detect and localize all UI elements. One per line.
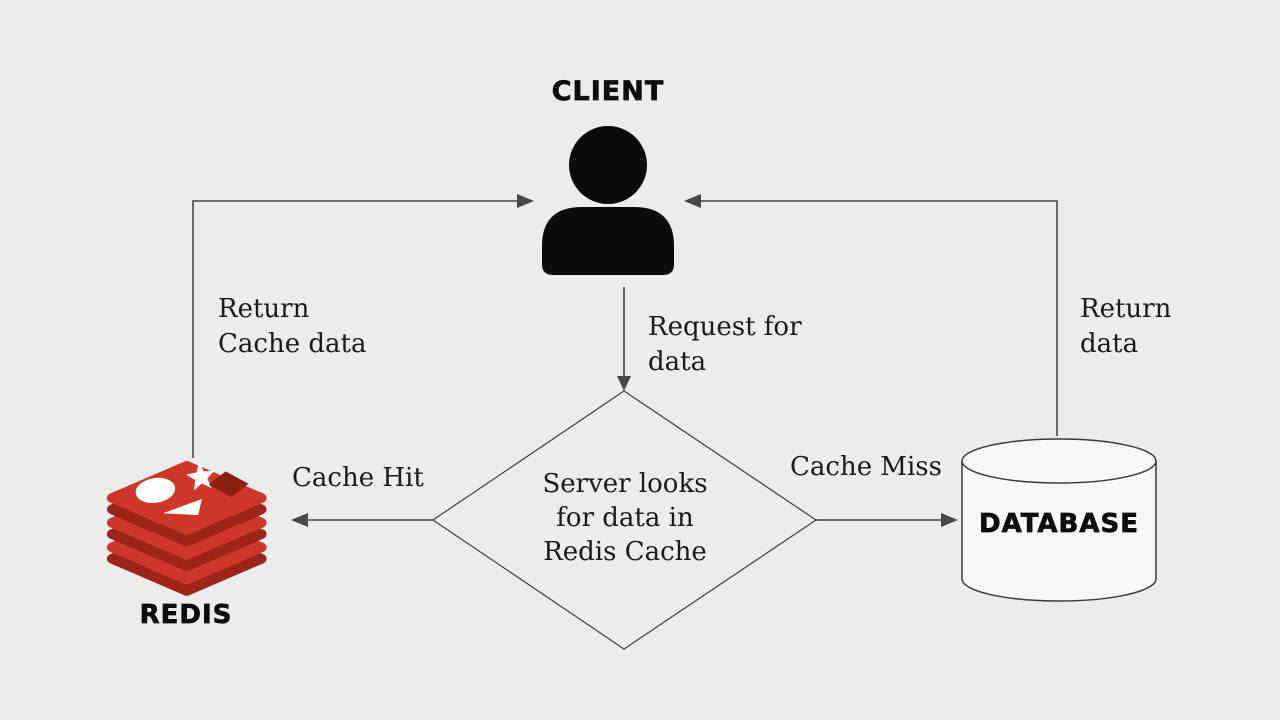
cylinder-body bbox=[961, 461, 1157, 602]
person-body bbox=[542, 207, 674, 275]
redis-cube-stack-icon bbox=[106, 460, 267, 596]
cache-hit-edge-label: Cache Hit bbox=[292, 463, 424, 493]
database-cylinder-icon bbox=[961, 438, 1157, 602]
redis-triangle-shape bbox=[163, 498, 202, 516]
cylinder-top bbox=[961, 438, 1157, 484]
return-data-edge-label: Return data bbox=[1080, 294, 1172, 359]
person-icon bbox=[542, 126, 674, 275]
decision-node-text: Server looks for data in Redis Cache bbox=[542, 469, 708, 567]
redis-star-shape bbox=[185, 462, 215, 491]
return-data-arrowhead bbox=[684, 194, 701, 208]
redis-square-hole bbox=[208, 471, 249, 498]
redis-node-label: REDIS bbox=[139, 600, 233, 631]
decision-diamond bbox=[431, 390, 818, 650]
cache-hit-arrowhead bbox=[291, 513, 308, 527]
return-cache-arrowhead bbox=[517, 194, 534, 208]
cache-miss-edge-label: Cache Miss bbox=[790, 452, 942, 482]
return-cache-edge-label: Return Cache data bbox=[218, 294, 367, 359]
person-head bbox=[569, 126, 647, 204]
database-node-label: DATABASE bbox=[979, 509, 1139, 540]
request-arrowhead bbox=[617, 376, 631, 391]
return-cache-arrow bbox=[192, 200, 518, 458]
request-edge-label: Request for data bbox=[648, 312, 802, 377]
cache-miss-arrowhead bbox=[941, 513, 958, 527]
return-data-arrow bbox=[700, 200, 1058, 436]
client-node-label: CLIENT bbox=[551, 76, 665, 108]
redis-ellipse-shape bbox=[135, 477, 176, 503]
